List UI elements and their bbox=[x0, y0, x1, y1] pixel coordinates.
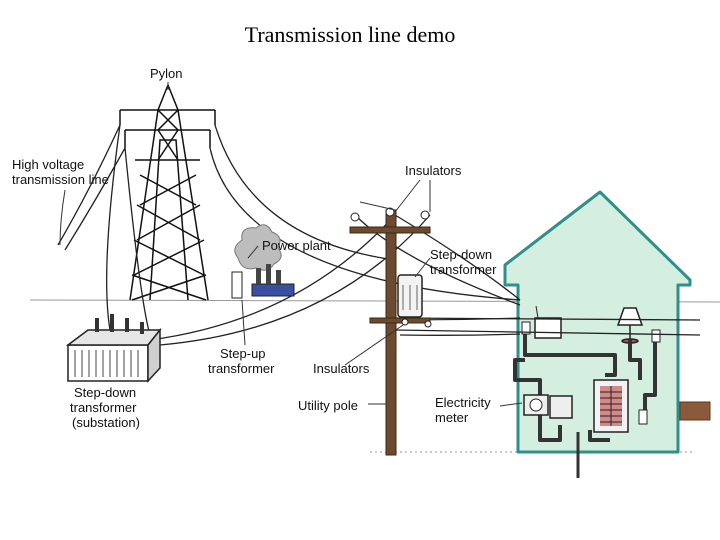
utility-pole bbox=[349, 207, 432, 456]
breaker-panel bbox=[593, 379, 629, 433]
label-leader-lines bbox=[59, 82, 523, 407]
label-stepup-1: Step-up bbox=[220, 346, 266, 361]
substation-transformer bbox=[65, 314, 162, 383]
label-power-plant: Power plant bbox=[262, 238, 331, 253]
pole-transformer bbox=[397, 274, 423, 318]
label-pylon: Pylon bbox=[150, 66, 183, 81]
power-plant bbox=[231, 224, 295, 299]
electricity-meter bbox=[523, 394, 573, 419]
label-stepdown-pole-1: Step-down bbox=[430, 247, 493, 262]
label-stepdown-pole-2: transformer bbox=[430, 262, 497, 277]
house bbox=[503, 190, 711, 454]
page-title: Transmission line demo bbox=[244, 22, 456, 47]
label-substation-3: (substation) bbox=[72, 415, 140, 430]
label-substation-2: transformer bbox=[70, 400, 137, 415]
label-meter-1: Electricity bbox=[435, 395, 491, 410]
house-wiring bbox=[513, 330, 657, 442]
transmission-lines bbox=[57, 124, 701, 346]
label-high-voltage-line-1: High voltage bbox=[12, 157, 85, 172]
label-meter-2: meter bbox=[435, 410, 469, 425]
label-stepup-2: transformer bbox=[208, 361, 275, 376]
label-insulators-top: Insulators bbox=[405, 163, 462, 178]
pylon bbox=[119, 82, 216, 301]
label-substation-1: Step-down bbox=[74, 385, 137, 400]
label-insulators-bottom: Insulators bbox=[313, 361, 370, 376]
label-high-voltage-line-2: transmission line bbox=[12, 172, 109, 187]
label-utility-pole: Utility pole bbox=[298, 398, 358, 413]
wall-outlets bbox=[521, 321, 661, 425]
